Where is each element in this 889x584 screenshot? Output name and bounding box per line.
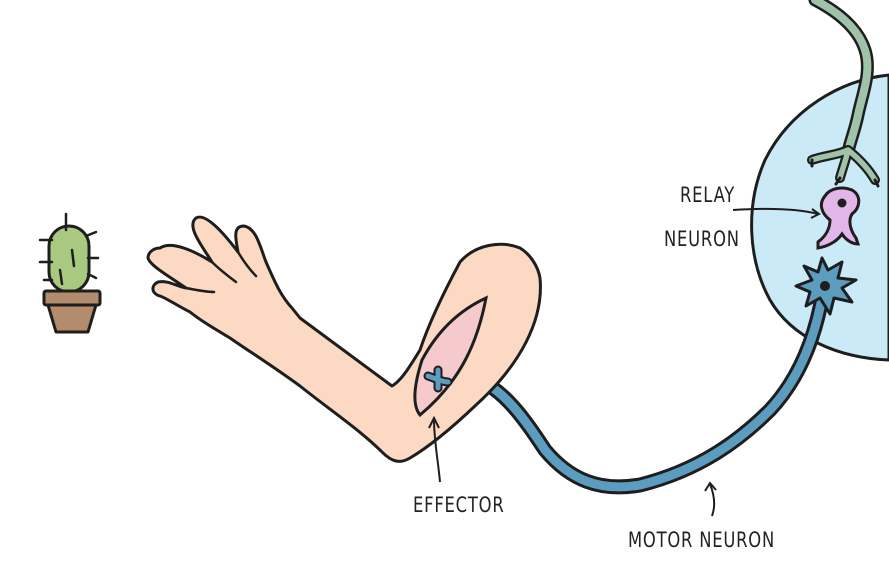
- relay-label-line1: RELAY: [680, 183, 736, 207]
- hand-icon: [146, 215, 542, 463]
- arm: [146, 215, 542, 463]
- motor-neuron-label: MOTOR NEURON: [628, 528, 775, 552]
- relay-neuron: [816, 186, 861, 250]
- relay-label-line2: NEURON: [664, 227, 740, 251]
- cactus-icon: [38, 212, 102, 334]
- relay-arrow: [732, 207, 819, 215]
- effector-arrow: [433, 419, 441, 483]
- effector-muscle: [413, 295, 489, 418]
- effector-label: EFFECTOR: [413, 493, 505, 517]
- motor-arrow: [709, 483, 716, 517]
- sensory-neuron: [807, 0, 880, 188]
